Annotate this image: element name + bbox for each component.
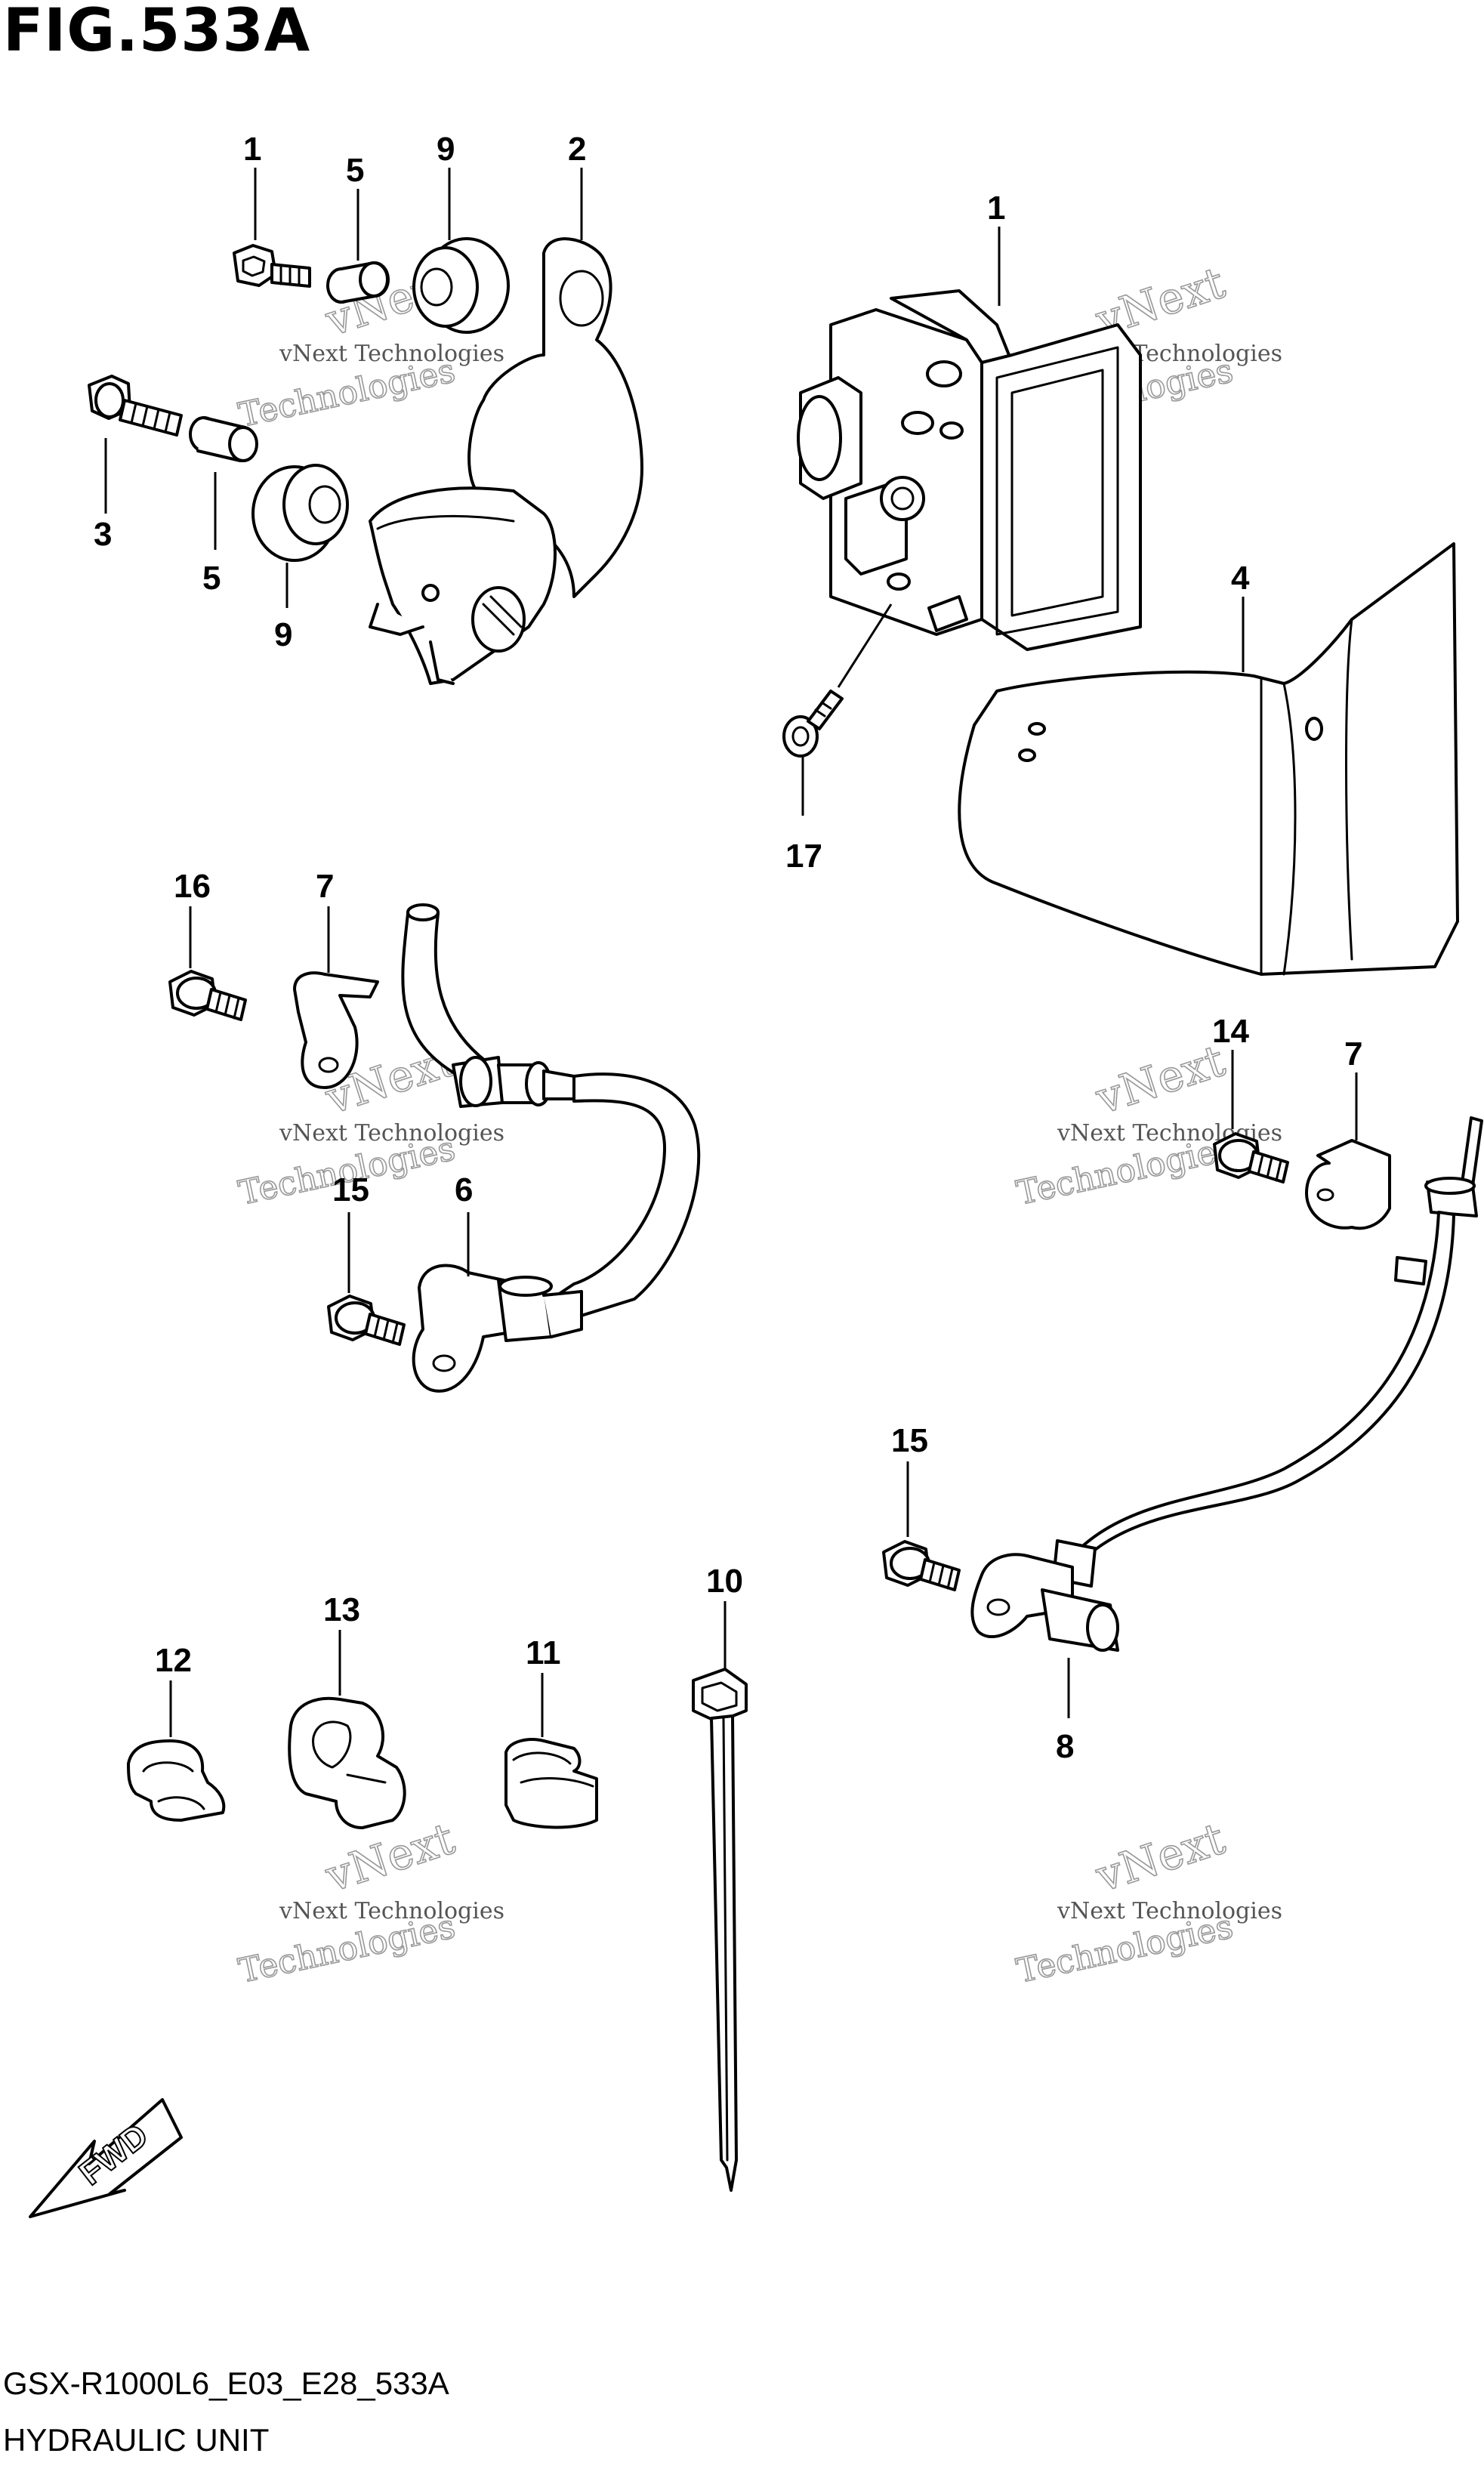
svg-text:vNext: vNext xyxy=(1089,1813,1230,1903)
callout-11: 11 xyxy=(526,1634,561,1671)
callout-5-lower: 5 xyxy=(202,560,221,597)
callout-15-right: 15 xyxy=(891,1422,928,1459)
part-1-hydraulic-unit xyxy=(797,289,1142,651)
part-9-grommet-top xyxy=(412,237,510,334)
part-4-cover xyxy=(958,542,1459,976)
svg-text:vNext: vNext xyxy=(319,1813,460,1903)
callout-15-left: 15 xyxy=(332,1171,369,1208)
callout-12: 12 xyxy=(155,1642,192,1679)
watermark-bottom-left: vNext Technologies vNext Technologies xyxy=(235,1812,504,1991)
callout-16: 16 xyxy=(174,868,211,905)
callout-7-left: 7 xyxy=(316,868,334,905)
fwd-arrow-icon: FWD xyxy=(29,2098,183,2218)
figure-title: FIG.533A xyxy=(3,0,311,65)
figure-code: GSX-R1000L6_E03_E28_533A xyxy=(3,2365,449,2401)
watermark-bottom-right: vNext Technologies vNext Technologies xyxy=(1013,1812,1282,1991)
part-3-bolt-top xyxy=(233,244,311,288)
svg-text:vNext Technologies: vNext Technologies xyxy=(1057,1898,1282,1924)
callout-10: 10 xyxy=(706,1563,743,1600)
callout-9-top: 9 xyxy=(437,131,455,168)
part-7-clamp-left xyxy=(293,971,379,1089)
callout-3-lower: 3 xyxy=(94,516,112,553)
part-8-sensor xyxy=(970,1116,1483,1652)
part-15-bolt-left xyxy=(327,1295,406,1346)
part-6-hose xyxy=(401,903,701,1393)
callout-17: 17 xyxy=(785,838,822,875)
figure-name: HYDRAULIC UNIT xyxy=(3,2422,270,2458)
callout-8: 8 xyxy=(1056,1728,1074,1765)
part-5-collar-lower xyxy=(189,416,258,463)
callout-3-top: 1 xyxy=(243,131,261,168)
watermark-mid-right: vNext Technologies vNext Technologies xyxy=(1013,1034,1282,1213)
part-17-bolt xyxy=(782,690,844,758)
svg-text:vNext Technologies: vNext Technologies xyxy=(279,341,504,367)
part-2-bracket xyxy=(369,237,643,685)
part-13-clip xyxy=(288,1696,406,1829)
part-7-clamp-right xyxy=(1305,1139,1391,1230)
callout-14: 14 xyxy=(1212,1013,1249,1050)
callout-5-top: 5 xyxy=(346,152,364,189)
part-5-collar-top xyxy=(326,261,390,304)
svg-text:vNext Technologies: vNext Technologies xyxy=(279,1898,504,1924)
callout-9-lower: 9 xyxy=(274,616,292,653)
part-16-bolt xyxy=(168,970,247,1021)
callout-6: 6 xyxy=(455,1171,473,1208)
callout-13: 13 xyxy=(323,1591,360,1628)
part-3-bolt-lower xyxy=(88,375,183,437)
part-12-clip xyxy=(127,1739,226,1822)
svg-text:vNext Technologies: vNext Technologies xyxy=(279,1120,504,1146)
part-10-cable-tie xyxy=(692,1668,748,2192)
part-11-clip xyxy=(504,1738,598,1829)
callout-7-right: 7 xyxy=(1344,1035,1362,1072)
svg-text:vNext: vNext xyxy=(1089,1035,1230,1125)
callout-4: 4 xyxy=(1231,560,1250,597)
part-9-grommet-lower xyxy=(251,464,349,562)
callout-1: 1 xyxy=(987,190,1005,227)
part-15-bolt-right xyxy=(882,1540,961,1591)
part-14-bolt xyxy=(1213,1132,1289,1183)
callout-2: 2 xyxy=(568,131,586,168)
